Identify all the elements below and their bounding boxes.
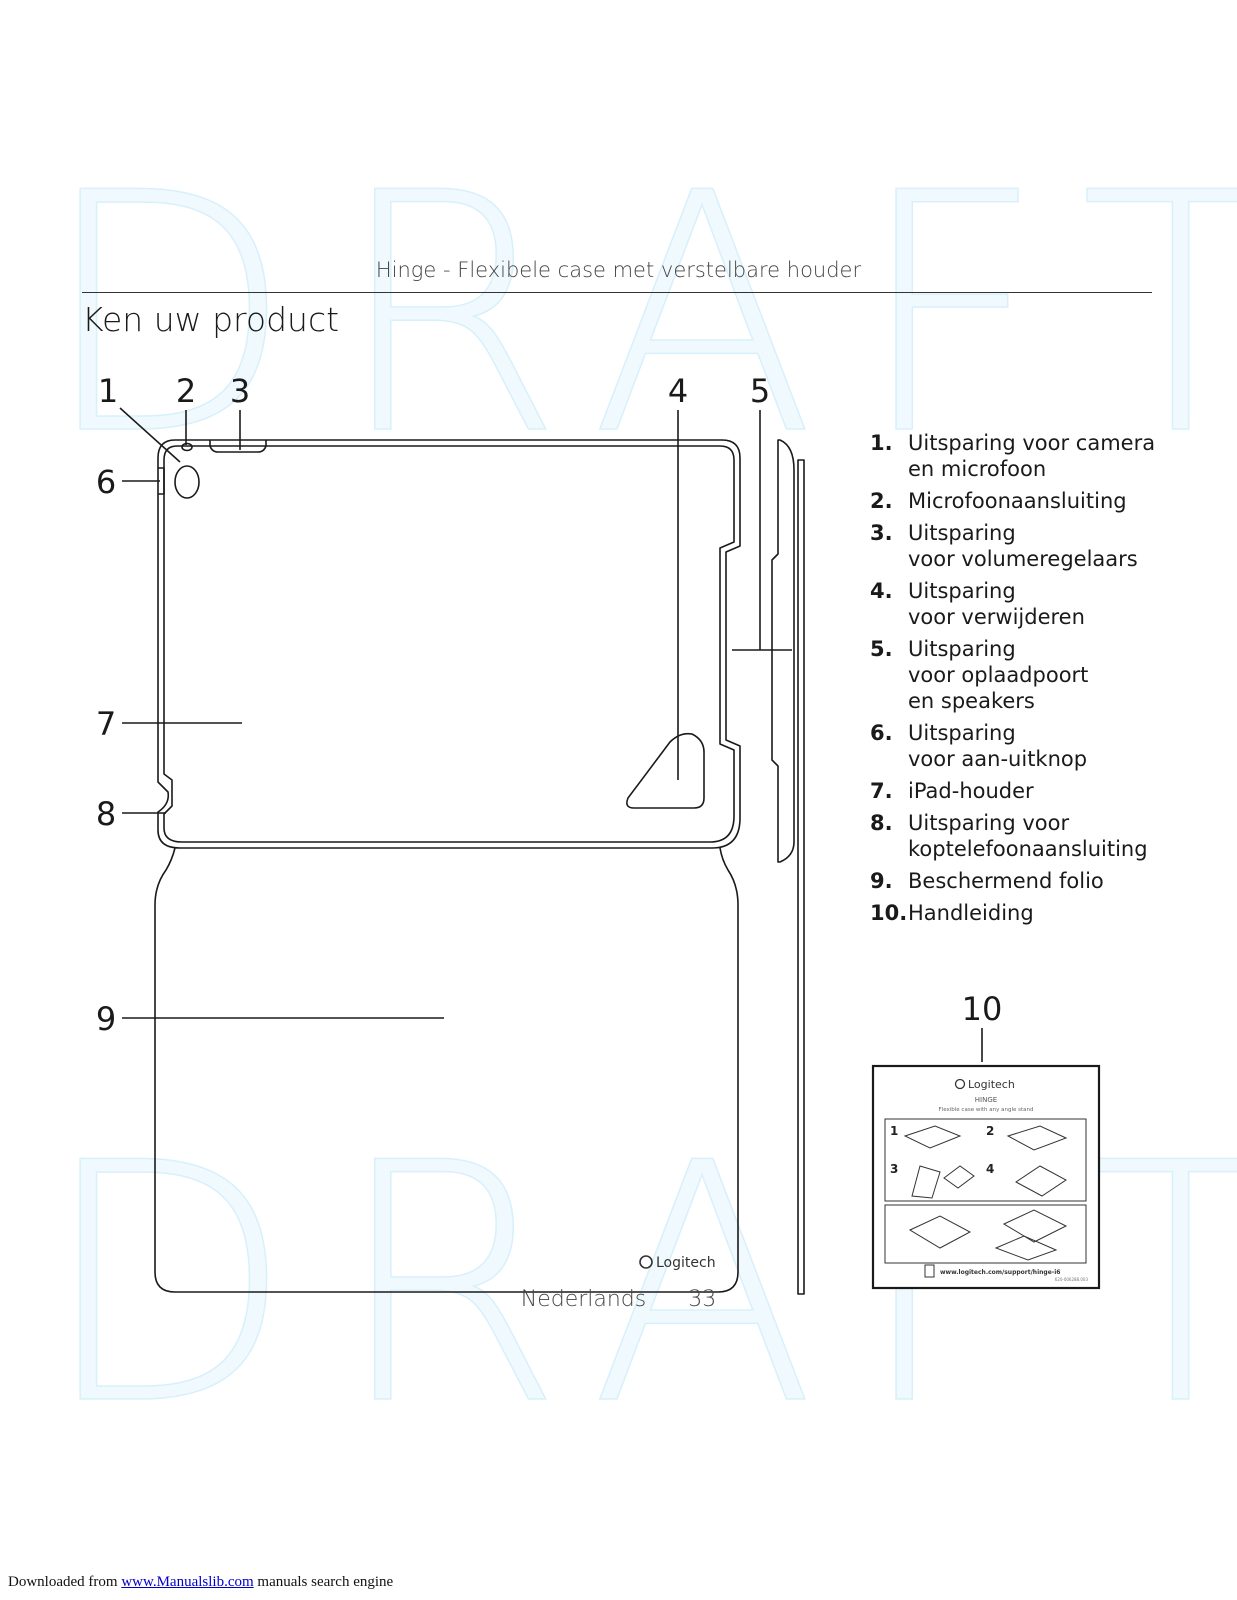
- legend-item: 4.Uitsparing voor verwijderen: [870, 579, 1085, 629]
- svg-text:www.logitech.com/support/hinge: www.logitech.com/support/hinge-i6: [940, 1269, 1060, 1276]
- microphone-cutout: [181, 442, 193, 452]
- svg-text:2: 2: [986, 1124, 994, 1138]
- legend-item: 9.Beschermend folio: [870, 869, 1104, 893]
- callout-1: 1: [98, 372, 118, 410]
- section-title: Ken uw product: [82, 300, 340, 339]
- legend-item: 2.Microfoonaansluiting: [870, 489, 1127, 513]
- legend-item: 10.Handleiding: [870, 901, 1034, 925]
- svg-text:Flexible case with any angle s: Flexible case with any angle stand: [939, 1107, 1034, 1113]
- download-note: Downloaded from www.Manualslib.com manua…: [8, 1574, 394, 1590]
- callout-4: 4: [668, 372, 688, 410]
- case-logo: Logitech: [639, 1255, 716, 1271]
- callout-10: 10: [962, 990, 1003, 1028]
- side-view-shell: [771, 439, 795, 863]
- header-divider: [82, 292, 1152, 293]
- ipad-holder-inner: [163, 445, 735, 843]
- callout-9: 9: [96, 1000, 116, 1038]
- callout-6: 6: [96, 463, 116, 501]
- manual-illustration: Logitech HINGE Flexible case with any an…: [871, 1064, 1101, 1290]
- legend-item: 3.Uitsparing voor volumeregelaars: [870, 521, 1138, 571]
- svg-text:4: 4: [986, 1162, 994, 1176]
- callout-8: 8: [96, 795, 116, 833]
- svg-text:Logitech: Logitech: [968, 1078, 1015, 1091]
- volume-cutout: [209, 440, 267, 453]
- logitech-logo-icon: [639, 1255, 653, 1269]
- svg-text:1: 1: [890, 1124, 898, 1138]
- manualslib-link[interactable]: www.Manualslib.com: [121, 1574, 254, 1590]
- side-view-folio: [797, 459, 805, 1295]
- manual-doc-icon: [924, 1264, 935, 1278]
- callout-3: 3: [230, 372, 250, 410]
- manual-logo-icon: [954, 1078, 966, 1090]
- svg-text:620-006288.003: 620-006288.003: [1055, 1277, 1089, 1282]
- legend-item: 7.iPad-houder: [870, 779, 1034, 803]
- legend-item: 8.Uitsparing voor koptelefoonaansluiting: [870, 811, 1148, 861]
- page-footer: Nederlands 33: [0, 1287, 1237, 1312]
- svg-text:Logitech: Logitech: [656, 1255, 716, 1271]
- callout-2: 2: [176, 372, 196, 410]
- legend-item: 6.Uitsparing voor aan-uitknop: [870, 721, 1088, 771]
- callout-7: 7: [96, 705, 116, 743]
- footer-language: Nederlands: [520, 1287, 647, 1312]
- ipad-holder-outline: [157, 439, 741, 849]
- callout-5: 5: [750, 372, 770, 410]
- draft-watermark-top: DRAFT: [39, 123, 1237, 507]
- page-header-title: Hinge - Flexibele case met verstelbare h…: [375, 258, 862, 282]
- page-number: 33: [688, 1287, 717, 1312]
- parts-legend: 1.Uitsparing voor camera en microfoon 2.…: [870, 430, 1210, 932]
- legend-item: 1.Uitsparing voor camera en microfoon: [870, 431, 1156, 481]
- removal-cutout: [626, 732, 705, 809]
- svg-text:HINGE: HINGE: [975, 1096, 997, 1104]
- protective-folio-outline: [154, 847, 739, 1293]
- power-cutout: [158, 467, 165, 495]
- camera-cutout: [174, 465, 200, 499]
- svg-text:3: 3: [890, 1162, 898, 1176]
- legend-item: 5.Uitsparing voor oplaadpoort en speaker…: [870, 637, 1089, 713]
